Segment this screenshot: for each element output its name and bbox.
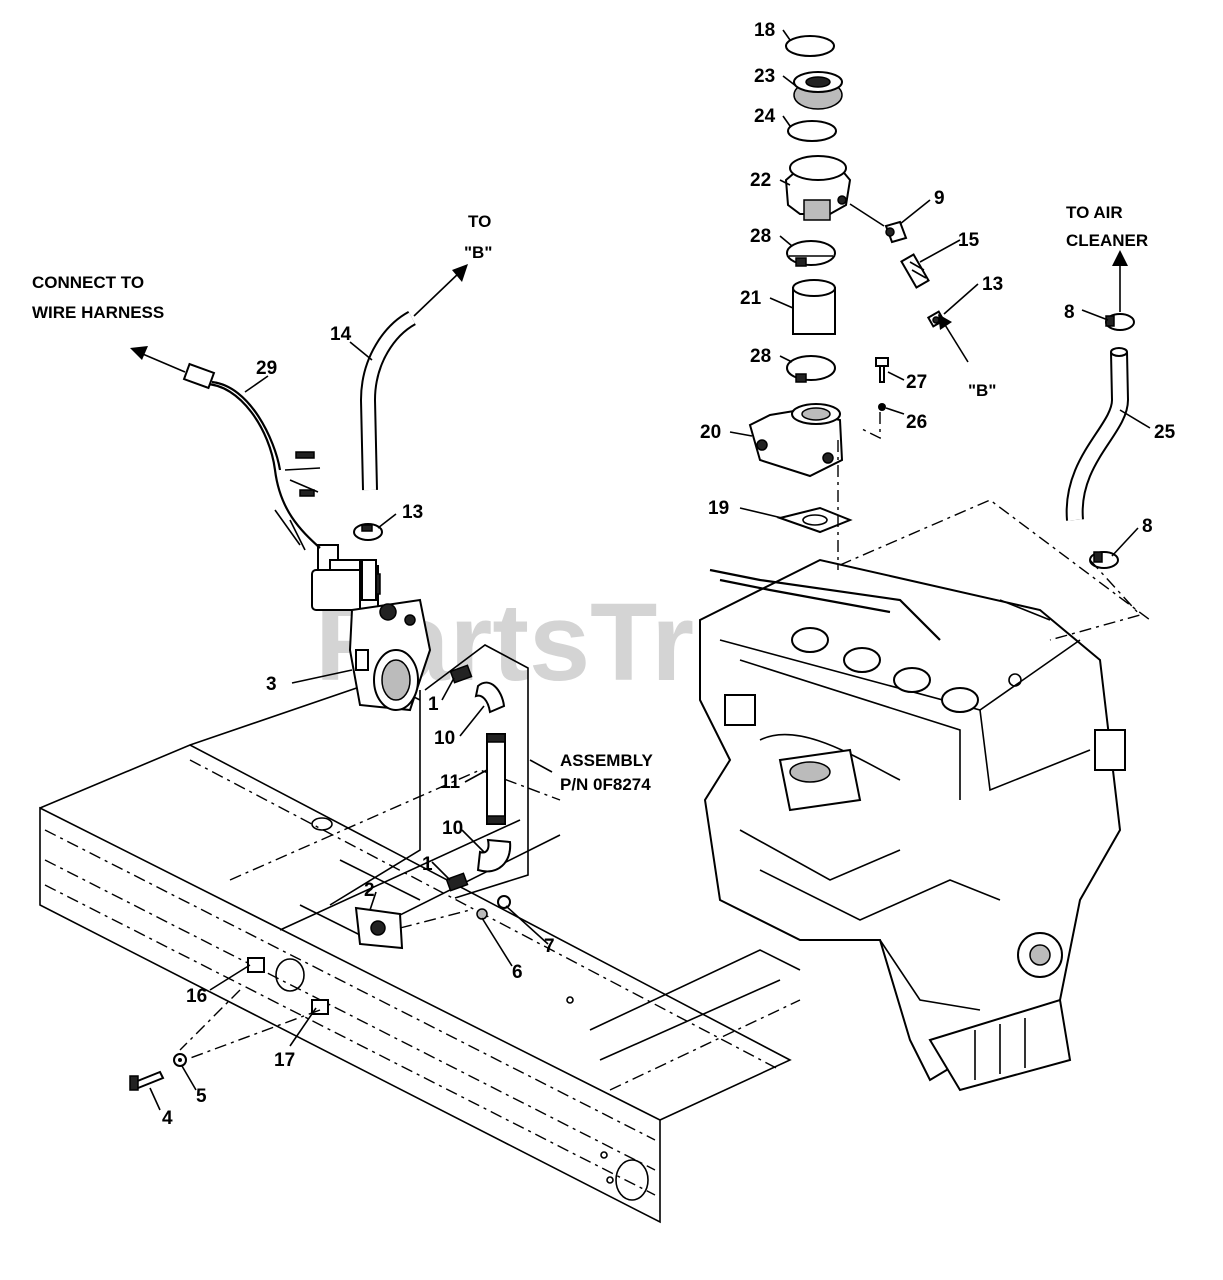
callout-3: 3 [266, 674, 277, 695]
note-to-b-line1: TO [468, 212, 491, 231]
callout-20: 20 [700, 422, 721, 443]
washer-part-5 [173, 1053, 187, 1067]
note-assembly-line1: ASSEMBLY [560, 751, 654, 770]
engine-block [699, 499, 1151, 1092]
callout-14: 14 [330, 324, 352, 345]
callout-18: 18 [754, 20, 775, 41]
wire-harness-part-29 [182, 362, 321, 551]
washer-part-6 [476, 908, 488, 920]
arrow-to-air-cleaner [1112, 250, 1128, 312]
callout-15: 15 [958, 230, 980, 251]
clamp-part-13-left [353, 523, 383, 601]
frame-chassis [39, 679, 801, 1224]
hose-part-21 [792, 279, 836, 335]
adapter-part-2 [354, 906, 471, 950]
clamp-part-8-top [1105, 313, 1135, 331]
seal-part-23 [793, 71, 843, 110]
callout-25: 25 [1154, 422, 1176, 443]
callout-19: 19 [708, 498, 729, 519]
arrow-to-b [413, 264, 468, 317]
callout-11: 11 [440, 772, 461, 793]
hose-part-14 [359, 310, 417, 491]
callout-2: 2 [364, 880, 375, 901]
callout-8-bottom: 8 [1142, 516, 1153, 537]
callout-13-left: 13 [402, 502, 423, 523]
callout-27: 27 [906, 372, 927, 393]
callout-13-right: 13 [982, 274, 1003, 295]
arrow-from-b [938, 314, 969, 363]
assembly-0F8274 [329, 644, 529, 906]
callout-1-top: 1 [428, 694, 439, 715]
fitting-part-9 [884, 220, 908, 244]
callout-10-top: 10 [434, 728, 455, 749]
callout-23: 23 [754, 66, 775, 87]
washer-part-26 [878, 403, 886, 411]
hose-part-25 [1065, 347, 1130, 521]
callout-26: 26 [906, 412, 927, 433]
note-connect-wire-harness-line2: WIRE HARNESS [32, 303, 164, 322]
arrow-to-wire-harness [130, 346, 186, 373]
note-to-air-cleaner-line1: TO AIR [1066, 203, 1123, 222]
callout-28-top: 28 [750, 226, 771, 247]
callout-8-top: 8 [1064, 302, 1075, 323]
callout-1-bottom: 1 [422, 854, 433, 875]
clamp-part-8-bottom [1089, 551, 1119, 569]
note-connect-wire-harness-line1: CONNECT TO [32, 273, 144, 292]
housing-part-22 [784, 155, 852, 221]
oring-part-18 [785, 35, 835, 57]
callout-4: 4 [162, 1108, 173, 1129]
oring-part-24 [787, 120, 837, 142]
note-to-b-line2: "B" [464, 243, 492, 262]
bolt-part-27 [875, 357, 889, 383]
hose-part-15 [900, 253, 930, 289]
callout-21: 21 [740, 288, 762, 309]
callout-17: 17 [274, 1050, 295, 1071]
note-b: "B" [968, 381, 996, 400]
callout-7: 7 [544, 936, 555, 957]
callout-5: 5 [196, 1086, 207, 1107]
outlet-part-20 [748, 403, 844, 478]
callout-10-bottom: 10 [442, 818, 463, 839]
leader-lines [149, 29, 1151, 1111]
callout-24: 24 [754, 106, 776, 127]
callout-28-bottom: 28 [750, 346, 771, 367]
callout-29: 29 [256, 358, 277, 379]
bolt-part-4 [129, 1070, 165, 1091]
callout-22: 22 [750, 170, 771, 191]
clamp-part-28-top [786, 240, 836, 267]
callout-6: 6 [512, 962, 523, 983]
note-to-air-cleaner-line2: CLEANER [1066, 231, 1148, 250]
gasket-part-19 [776, 506, 853, 534]
callout-16: 16 [186, 986, 207, 1007]
callout-9: 9 [934, 188, 945, 209]
note-assembly-line2: P/N 0F8274 [560, 775, 651, 794]
nut-part-7 [497, 895, 511, 909]
clamp-part-28-bottom [786, 355, 836, 383]
